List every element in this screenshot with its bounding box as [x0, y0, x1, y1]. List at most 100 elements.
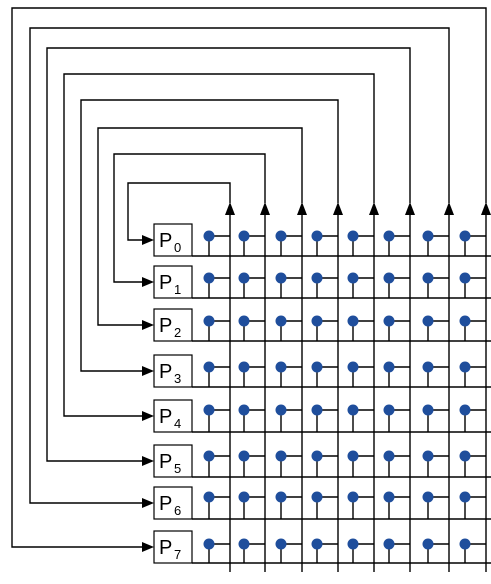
arrow-right-icon	[142, 235, 154, 245]
crosspoint-node	[383, 404, 395, 416]
crosspoint-node	[383, 230, 395, 242]
crosspoint-node	[203, 538, 215, 550]
processor-label: P	[159, 315, 172, 337]
crosspoint-node	[459, 450, 471, 462]
arrow-right-icon	[142, 320, 154, 330]
arrow-right-icon	[142, 277, 154, 287]
crosspoint-node	[238, 538, 250, 550]
crosspoint-node	[383, 491, 395, 503]
crosspoint-node	[347, 491, 359, 503]
crosspoint-node	[459, 404, 471, 416]
feedback-wire	[97, 127, 303, 326]
crosspoint-node	[238, 230, 250, 242]
arrow-right-icon	[142, 498, 154, 508]
processor-box	[153, 399, 193, 433]
crosspoint-node	[422, 361, 434, 373]
crosspoint-node	[203, 404, 215, 416]
row-arrows	[142, 235, 154, 552]
processor-label: P	[159, 451, 172, 473]
feedback-wire	[80, 99, 339, 372]
processor-box	[153, 308, 193, 342]
crosspoint-node	[238, 404, 250, 416]
crosspoint-node	[311, 491, 323, 503]
crosspoint-node	[203, 230, 215, 242]
crosspoint-node	[203, 315, 215, 327]
crosspoint-node	[422, 230, 434, 242]
processor-index: 7	[174, 547, 181, 562]
crossbar-grid	[192, 214, 491, 572]
crosspoint-node	[275, 538, 287, 550]
crosspoint-node	[383, 272, 395, 284]
crosspoint-node	[347, 538, 359, 550]
feedback-wire	[127, 182, 231, 241]
crosspoint-node	[275, 230, 287, 242]
processor-label: P	[159, 493, 172, 515]
arrow-up-icon	[297, 202, 307, 215]
column-arrows	[225, 202, 491, 215]
crosspoint-node	[311, 272, 323, 284]
crosspoint-node	[422, 272, 434, 284]
crosspoint-node	[203, 491, 215, 503]
processor-index: 4	[174, 416, 181, 431]
crosspoint-node	[347, 404, 359, 416]
arrow-up-icon	[481, 202, 491, 215]
arrow-right-icon	[142, 366, 154, 376]
crosspoint-node	[238, 272, 250, 284]
processor-label: P	[159, 272, 172, 294]
crosspoint-node	[311, 361, 323, 373]
feedback-wire	[11, 7, 487, 548]
crosspoint-node	[203, 272, 215, 284]
crosspoint-node	[311, 315, 323, 327]
crosspoint-node	[383, 315, 395, 327]
crosspoint-node	[275, 450, 287, 462]
processor-box	[153, 444, 193, 478]
processor-label: P	[159, 361, 172, 383]
crosspoint-node	[459, 361, 471, 373]
crosspoint-node	[422, 450, 434, 462]
processor-index: 1	[174, 282, 181, 297]
crosspoint-node	[203, 450, 215, 462]
crosspoint-node	[275, 361, 287, 373]
crosspoint-node	[383, 450, 395, 462]
processor-box	[153, 354, 193, 388]
feedback-wire	[29, 27, 450, 504]
crosspoint-node	[203, 361, 215, 373]
crosspoint-node	[422, 491, 434, 503]
crosspoint-node	[347, 315, 359, 327]
crosspoint-node	[459, 538, 471, 550]
processor-index: 5	[174, 461, 181, 476]
crosspoint-node	[347, 450, 359, 462]
crosspoint-node	[311, 450, 323, 462]
crosspoint-node	[238, 450, 250, 462]
processor-index: 2	[174, 325, 181, 340]
crosspoint-node	[238, 361, 250, 373]
crosspoint-node	[459, 230, 471, 242]
feedback-wire	[46, 47, 411, 462]
arrow-right-icon	[142, 411, 154, 421]
processor-label: P	[159, 230, 172, 252]
arrow-right-icon	[142, 456, 154, 466]
crosspoint-node	[459, 315, 471, 327]
crosspoint-node	[422, 538, 434, 550]
crosspoints	[203, 230, 486, 563]
crosspoint-node	[347, 230, 359, 242]
crosspoint-node	[238, 315, 250, 327]
processor-box	[153, 530, 193, 564]
crosspoint-node	[383, 538, 395, 550]
arrow-up-icon	[405, 202, 415, 215]
crosspoint-node	[275, 491, 287, 503]
crosspoint-node	[311, 538, 323, 550]
arrow-up-icon	[333, 202, 343, 215]
crosspoint-node	[311, 230, 323, 242]
crosspoint-node	[383, 361, 395, 373]
crosspoint-node	[275, 404, 287, 416]
feedback-wire	[113, 153, 266, 283]
crosspoint-node	[459, 491, 471, 503]
processor-box	[153, 265, 193, 299]
crosspoint-node	[275, 272, 287, 284]
crosspoint-node	[275, 315, 287, 327]
arrow-up-icon	[444, 202, 454, 215]
crosspoint-node	[347, 361, 359, 373]
